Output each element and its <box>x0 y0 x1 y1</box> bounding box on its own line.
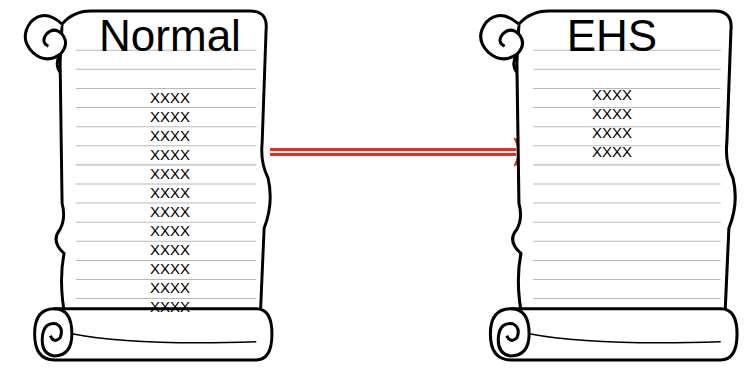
scroll-title: EHS <box>567 14 657 58</box>
placeholder-lines: XXXX XXXX XXXX XXXX <box>592 85 632 161</box>
scroll-node: EHS XXXX XXXX XXXX XXXX <box>470 2 735 374</box>
scroll-title: Normal <box>99 14 241 58</box>
double-arrow <box>270 138 540 166</box>
placeholder-lines: XXXX XXXX XXXX XXXX XXXX XXXX XXXX XXXX … <box>150 88 190 316</box>
scroll-node: NormalXXXX XXXX XXXX XXXX XXXX XXXX XXXX… <box>15 2 270 374</box>
